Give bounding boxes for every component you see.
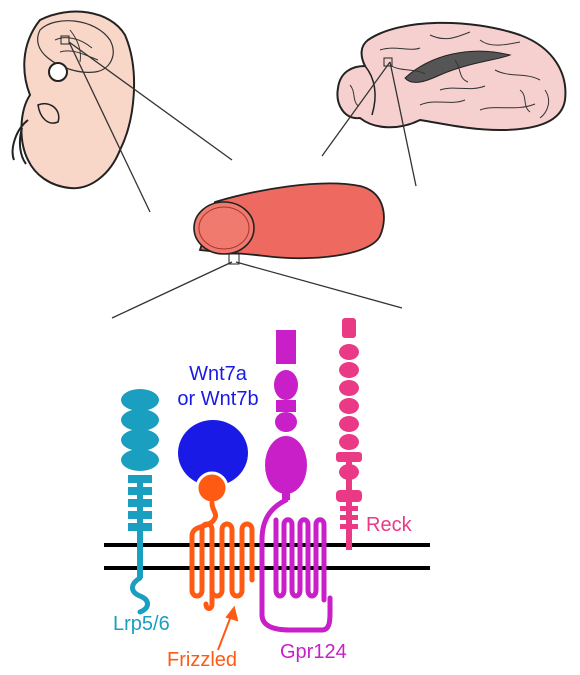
brain-illustration — [337, 23, 565, 130]
cell-membrane — [104, 545, 430, 568]
frizzled-arrow — [218, 608, 237, 650]
gpr124-receptor — [262, 330, 330, 630]
gpr124-label: Gpr124 — [280, 641, 347, 663]
lrp-receptor — [121, 389, 159, 612]
vessel-opening — [194, 202, 254, 254]
wnt-label-line1: Wnt7a — [189, 363, 248, 385]
zoom-lines-bottom — [112, 262, 402, 318]
blood-vessel — [194, 183, 384, 264]
embryo-eye — [49, 63, 67, 81]
reck-protein — [336, 318, 362, 550]
frizzled-label: Frizzled — [167, 649, 237, 671]
wnt-label-line2: or Wnt7b — [177, 388, 258, 410]
reck-label: Reck — [366, 514, 413, 536]
embryo-body — [21, 12, 134, 189]
frizzled-receptor — [192, 473, 252, 609]
embryo-illustration — [13, 12, 134, 189]
lrp-label: Lrp5/6 — [113, 613, 170, 635]
